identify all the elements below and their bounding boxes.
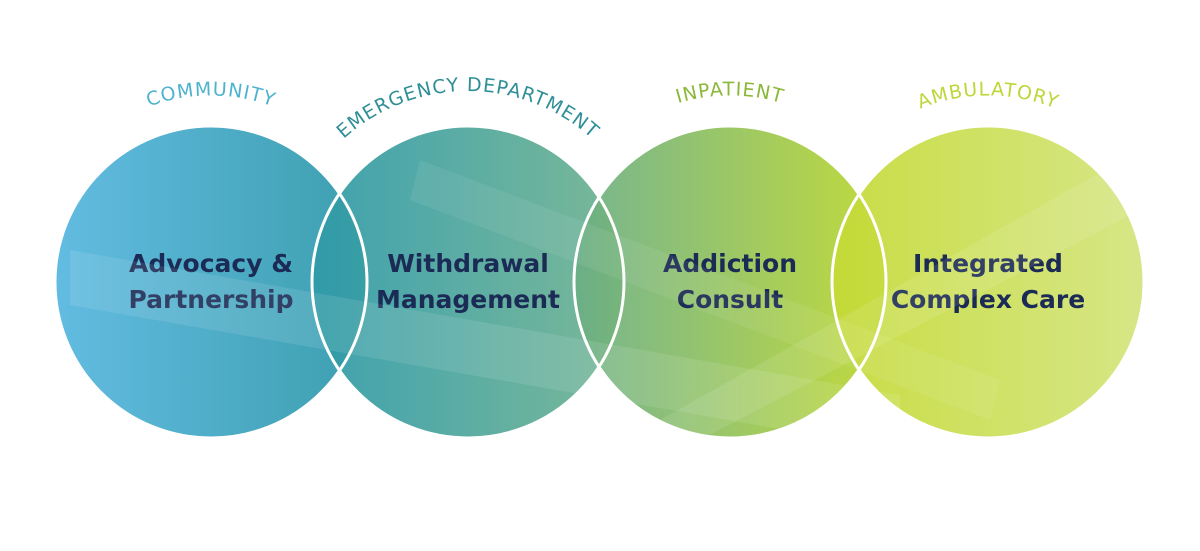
setting-label-ambulatory: AMBULATORY: [914, 78, 1061, 113]
circle-emergency-department: [312, 126, 624, 438]
circle-title-line-2: Management: [376, 285, 560, 314]
outline-emergency-department: [310, 124, 626, 440]
outline-inpatient: [572, 124, 888, 440]
stage-community: COMMUNITY Advocacy & Partnership: [55, 78, 367, 438]
setting-label-inpatient: INPATIENT: [673, 78, 786, 108]
circle-title-line-2: Consult: [677, 285, 784, 314]
stage-inpatient: INPATIENT Addiction Consult: [574, 78, 886, 438]
decorative-light-bands: [70, 150, 1140, 450]
outline-community: [53, 124, 369, 440]
circle-inpatient: [574, 126, 886, 438]
circle-ambulatory: [832, 126, 1144, 438]
light-band-2: [410, 160, 1000, 420]
circle-title-line-1: Advocacy &: [129, 249, 293, 278]
light-band-3: [660, 150, 1140, 440]
circle-title-line-1: Addiction: [663, 249, 797, 278]
setting-label-community: COMMUNITY: [143, 78, 278, 111]
circle-title-line-2: Complex Care: [891, 285, 1085, 314]
stage-ambulatory: AMBULATORY Integrated Complex Care: [832, 78, 1144, 438]
circle-title-line-1: Integrated: [913, 249, 1063, 278]
circle-title-line-1: Withdrawal: [387, 249, 549, 278]
circle-community: [55, 126, 367, 438]
circle-title-line-2: Partnership: [128, 285, 293, 314]
outline-ambulatory: [830, 124, 1146, 440]
light-band-1: [70, 250, 900, 450]
circle-outlines: [53, 124, 1146, 440]
